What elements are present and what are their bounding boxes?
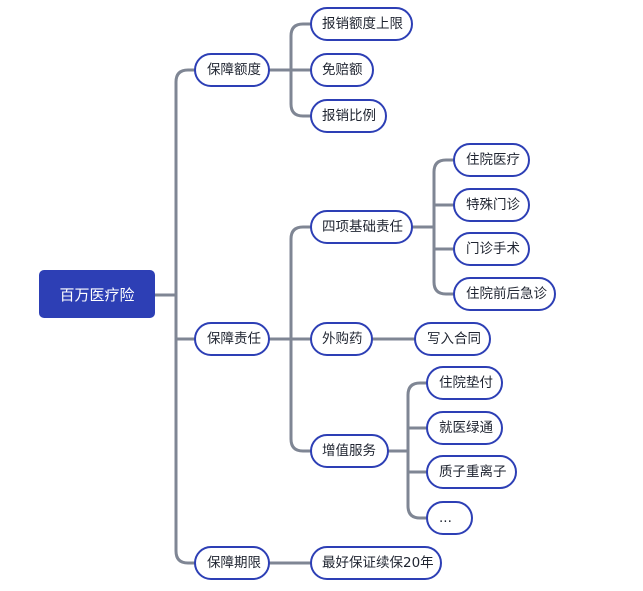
svg-text:保障责任: 保障责任 [207,331,261,347]
connector-coverage-amount [267,22,314,118]
svg-text:就医绿通: 就医绿通 [439,420,493,436]
connector-basic-duties [410,158,457,296]
node-medical-green-channel[interactable]: 就医绿通 [426,411,503,445]
connector-root-spine [174,68,198,565]
node-coverage-period[interactable]: 保障期限 [194,546,270,580]
svg-text:最好保证续保20年: 最好保证续保20年 [322,555,434,571]
node-hospital-prepayment[interactable]: 住院垫付 [426,366,503,400]
node-coverage-amount[interactable]: 保障额度 [194,53,270,87]
node-more-ellipsis[interactable]: ... [426,501,473,535]
node-deductible[interactable]: 免赔额 [310,53,374,87]
node-external-drugs[interactable]: 外购药 [310,322,373,356]
node-guaranteed-renewal[interactable]: 最好保证续保20年 [310,546,442,580]
svg-text:报销额度上限: 报销额度上限 [322,16,403,32]
node-peri-hospital-emergency[interactable]: 住院前后急诊 [453,277,556,311]
svg-text:住院垫付: 住院垫付 [439,375,493,391]
svg-text:外购药: 外购药 [322,331,363,347]
svg-text:住院医疗: 住院医疗 [466,152,520,168]
connector-value-added [386,381,430,520]
node-coverage-scope[interactable]: 保障责任 [194,322,270,356]
svg-text:写入合同: 写入合同 [427,331,481,347]
node-value-added-services[interactable]: 增值服务 [310,434,389,468]
svg-text:报销比例: 报销比例 [322,108,376,124]
node-outpatient-surgery[interactable]: 门诊手术 [453,232,530,266]
svg-text:保障额度: 保障额度 [207,62,261,78]
svg-text:住院前后急诊: 住院前后急诊 [466,285,547,302]
node-reimbursement-ratio[interactable]: 报销比例 [310,99,387,133]
svg-text:...: ... [439,510,452,526]
node-proton-heavy-ion[interactable]: 质子重离子 [426,455,517,489]
svg-text:增值服务: 增值服务 [322,443,376,459]
node-written-into-contract[interactable]: 写入合同 [414,322,491,356]
svg-text:特殊门诊: 特殊门诊 [466,197,520,213]
node-basic-duties[interactable]: 四项基础责任 [310,210,413,244]
node-reimbursement-cap[interactable]: 报销额度上限 [310,7,413,41]
node-special-outpatient[interactable]: 特殊门诊 [453,188,530,222]
node-inpatient-care[interactable]: 住院医疗 [453,143,530,177]
root-node[interactable]: 百万医疗险 [39,270,155,318]
connector-coverage-scope [267,225,314,453]
svg-text:门诊手术: 门诊手术 [466,241,520,257]
svg-text:免赔额: 免赔额 [322,62,363,78]
root-label: 百万医疗险 [59,286,134,304]
svg-text:保障期限: 保障期限 [207,555,261,571]
connector-lines [152,22,457,565]
svg-text:质子重离子: 质子重离子 [439,463,507,480]
svg-text:四项基础责任: 四项基础责任 [322,218,403,235]
